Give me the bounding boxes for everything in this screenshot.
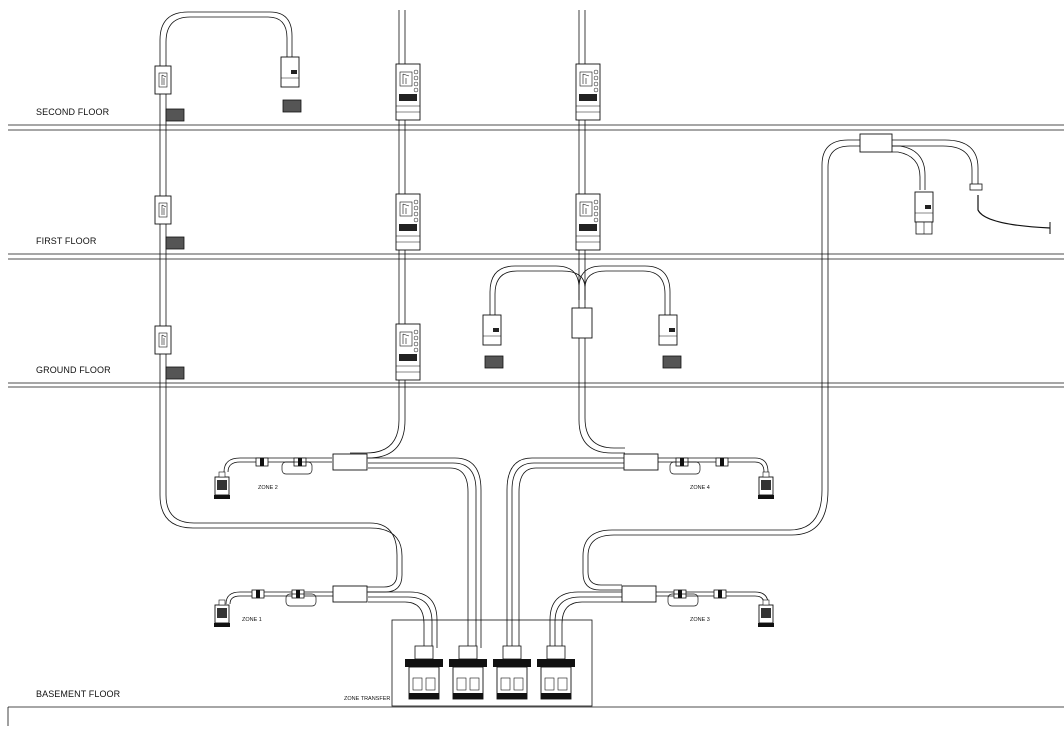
floor-label-basement: BASEMENT FLOOR (36, 689, 121, 699)
zone-label-1: ZONE 1 (242, 617, 262, 623)
floor-label-second: SECOND FLOOR (36, 107, 110, 117)
floor-label-first: FIRST FLOOR (36, 236, 97, 246)
diverters (332, 453, 659, 603)
zone-fittings (251, 457, 729, 607)
zone-label-2: ZONE 2 (258, 485, 278, 491)
zone-label-3: ZONE 3 (690, 617, 710, 623)
right-branch (859, 133, 1051, 235)
floor-lines (7, 124, 1064, 726)
ground-floor-branch (482, 307, 682, 369)
left-riser-stations (154, 56, 302, 380)
tube-lines (159, 10, 1051, 648)
transfer-units (404, 645, 576, 700)
zone-transfer-label: ZONE TRANSFER (344, 696, 391, 702)
zone-label-4: ZONE 4 (690, 485, 710, 491)
blowers (213, 471, 775, 628)
floor-label-ground: GROUND FLOOR (36, 365, 111, 375)
zone-transfer-enclosure (391, 619, 593, 707)
